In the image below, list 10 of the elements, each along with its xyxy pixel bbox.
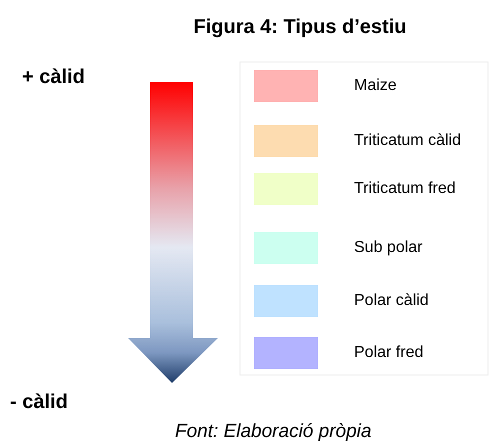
legend-label: Polar fred [354,344,424,362]
legend-label: Triticatum càlid [354,132,461,150]
legend-label: Maize [354,77,397,95]
legend-label: Polar càlid [354,292,429,310]
figure-title: Figura 4: Tipus d’estiu [192,16,408,39]
legend-label: Sub polar [354,239,422,257]
legend-label: Triticatum fred [354,180,456,198]
cold-end-label: - càlid [10,391,68,414]
source-caption: Font: Elaboració pròpia [175,421,372,443]
warm-end-label: + càlid [22,66,85,89]
